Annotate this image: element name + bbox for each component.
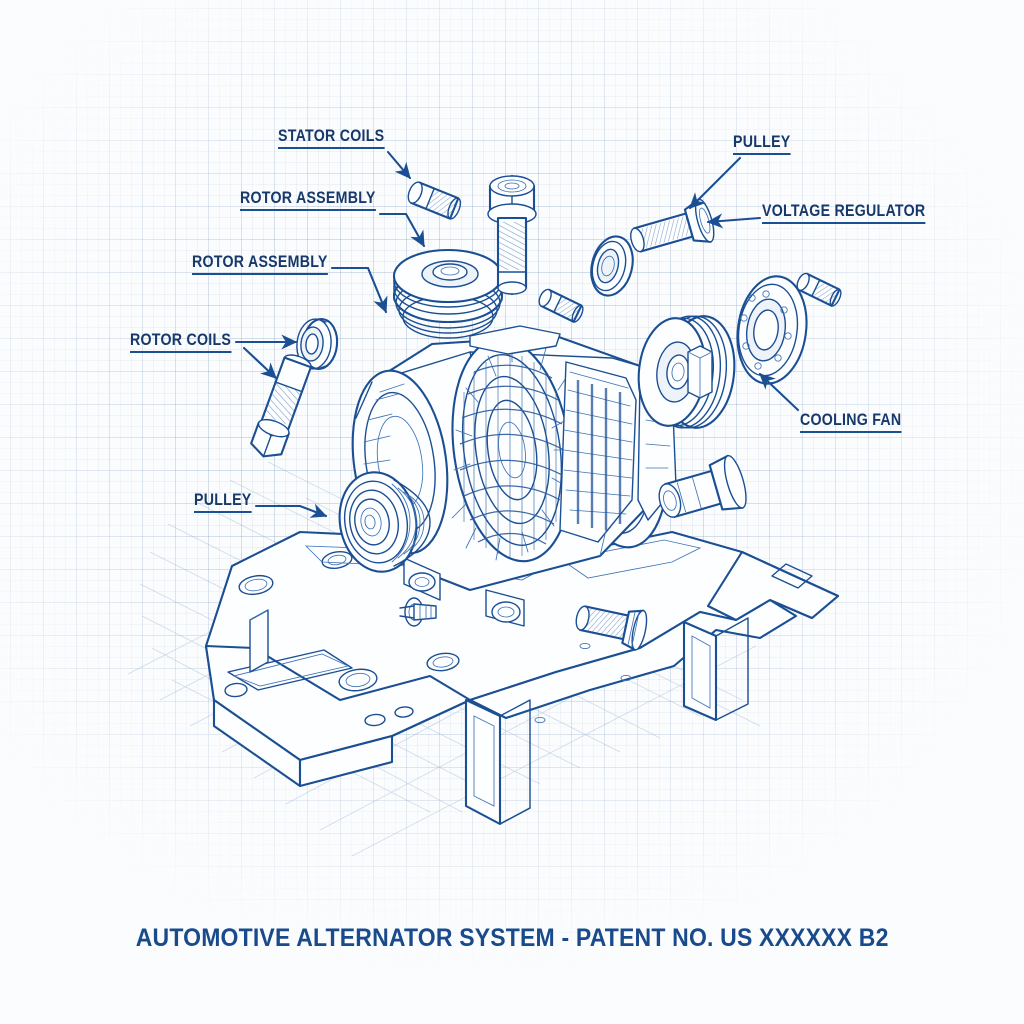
knurled-bolt: [575, 605, 648, 651]
mounting-bracket: [204, 530, 840, 826]
diagram-caption-text: AUTOMOTIVE ALTERNATOR SYSTEM - PATENT NO…: [135, 924, 889, 952]
dowel-pin-a: [407, 181, 462, 220]
stud-bolt: [630, 198, 715, 253]
hex-bolt-large: [487, 174, 537, 296]
callout-label-stator-coils: STATOR COILS: [278, 127, 385, 150]
callout-label-cooling-fan: COOLING FAN: [800, 411, 902, 434]
dowel-pin-b: [538, 288, 584, 323]
callout-label-pulley-top: PULLEY: [733, 133, 791, 156]
leader-stator-coils: [386, 150, 412, 180]
leader-pulley-top: [688, 156, 742, 210]
leader-rotor-assembly-2: [330, 266, 388, 314]
leader-cooling-fan: [758, 372, 800, 412]
leader-voltage-regulator: [706, 213, 762, 229]
cooling-fan-disc: [736, 275, 808, 385]
diagram-caption: AUTOMOTIVE ALTERNATOR SYSTEM - PATENT NO…: [0, 924, 1024, 953]
callout-label-voltage-regulator: VOLTAGE REGULATOR: [762, 202, 926, 225]
callout-label-rotor-coils: ROTOR COILS: [130, 331, 232, 354]
callout-label-rotor-assembly-1: ROTOR ASSEMBLY: [240, 189, 376, 212]
callout-label-rotor-assembly-2: ROTOR ASSEMBLY: [192, 253, 328, 276]
bearing-small: [296, 318, 339, 370]
cooling-fan-pulley: [637, 275, 808, 429]
hex-bolt-angled: [250, 354, 312, 458]
spacer-sleeve: [658, 454, 747, 518]
leader-pulley-left: [254, 503, 328, 518]
dowel-pin-c: [796, 272, 842, 307]
screw-small: [399, 597, 437, 627]
stator-lamination-stack: [559, 361, 637, 543]
seal-ring: [590, 235, 634, 297]
callout-leader-lines: [234, 150, 800, 518]
leader-rotor-coils-b: [242, 346, 278, 380]
rotor-pulley-exploded: [392, 248, 504, 339]
leader-rotor-assembly-1: [378, 212, 426, 248]
drive-pulley: [338, 471, 431, 573]
callout-label-pulley-left: PULLEY: [194, 491, 252, 514]
